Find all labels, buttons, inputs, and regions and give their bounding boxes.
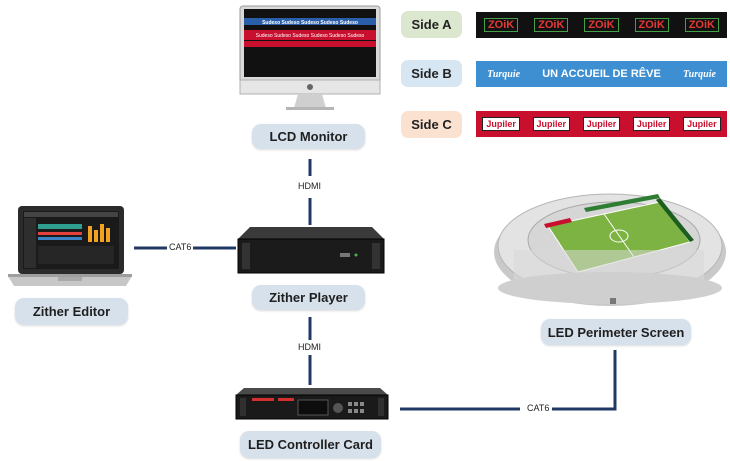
zoik-logo: ZOiK bbox=[684, 18, 719, 32]
stadium-icon bbox=[494, 193, 726, 306]
hdmi-label-bottom: HDMI bbox=[296, 342, 323, 353]
led-controller-icon bbox=[235, 388, 389, 420]
side-c-label: Side C bbox=[401, 111, 462, 138]
zoik-logo: ZOiK bbox=[584, 18, 619, 32]
side-b-banner: Turquie UN ACCUEIL DE RÊVE Turquie bbox=[476, 61, 727, 87]
jupiler-logo: Jupiler bbox=[482, 117, 520, 131]
svg-text:Sudeso Sudeso Sudeso Sudeso Su: Sudeso Sudeso Sudeso Sudeso Sudeso bbox=[262, 20, 358, 26]
turquie-logo: Turquie bbox=[487, 68, 521, 80]
zoik-logo: ZOiK bbox=[483, 18, 519, 32]
jupiler-logo: Jupiler bbox=[683, 117, 721, 131]
zoik-logo: ZOiK bbox=[634, 18, 669, 32]
led-perimeter-label: LED Perimeter Screen bbox=[541, 319, 691, 345]
side-a-banner: ZOiK ZOiK ZOiK ZOiK ZOiK bbox=[476, 12, 727, 38]
zoik-logo: ZOiK bbox=[534, 18, 569, 32]
svg-text:Sudeso Sudeso Sudeso Sudeso Su: Sudeso Sudeso Sudeso Sudeso Sudeso Sudes… bbox=[256, 33, 365, 39]
led-controller-label: LED Controller Card bbox=[240, 431, 381, 458]
jupiler-logo: Jupiler bbox=[632, 117, 671, 131]
hdmi-label-top: HDMI bbox=[296, 181, 323, 192]
turquie-logo: Turquie bbox=[682, 68, 716, 80]
zither-player-label: Zither Player bbox=[252, 285, 365, 310]
lcd-monitor-icon: Sudeso Sudeso Sudeso Sudeso Sudeso Sudes… bbox=[239, 5, 381, 110]
side-b-slogan: UN ACCUEIL DE RÊVE bbox=[542, 68, 661, 80]
laptop-icon bbox=[8, 206, 132, 286]
side-a-label: Side A bbox=[401, 11, 462, 38]
jupiler-logo: Jupiler bbox=[582, 117, 621, 131]
side-b-label: Side B bbox=[401, 60, 462, 87]
zither-editor-label: Zither Editor bbox=[15, 298, 128, 325]
zither-player-icon bbox=[237, 227, 385, 274]
cat6-label-right: CAT6 bbox=[525, 403, 552, 414]
lcd-monitor-label: LCD Monitor bbox=[252, 124, 365, 149]
side-c-banner: Jupiler Jupiler Jupiler Jupiler Jupiler bbox=[476, 111, 727, 137]
jupiler-logo: Jupiler bbox=[532, 117, 571, 131]
cat6-label-left: CAT6 bbox=[167, 242, 194, 253]
